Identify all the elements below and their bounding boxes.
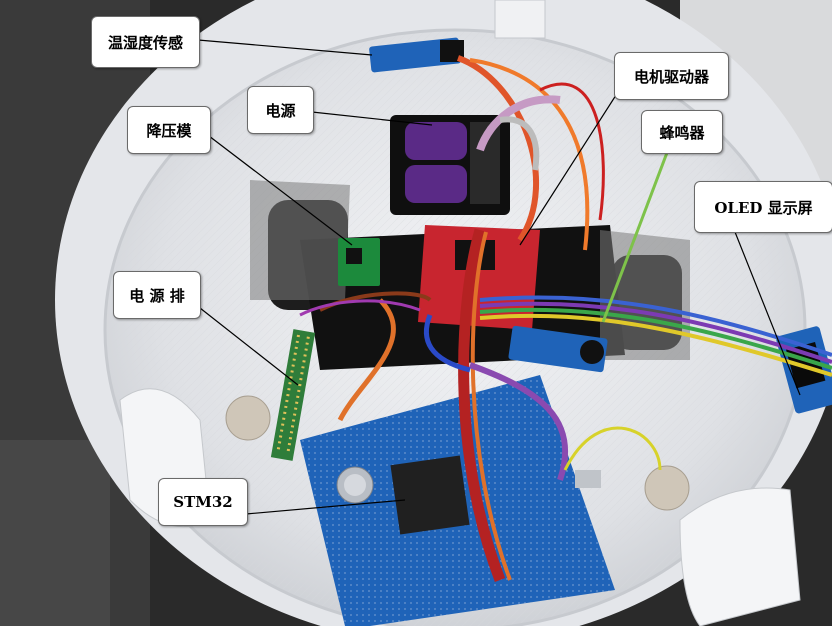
buzzer-module-board <box>508 325 608 373</box>
callout-lines <box>197 39 801 515</box>
label-power: 电源 <box>247 86 314 134</box>
battery-2 <box>405 165 467 203</box>
label-buzzer: 蜂鸣器 <box>641 110 723 154</box>
label-stm32: STM32 <box>158 478 248 526</box>
label-power-header: 电 源 排 <box>113 271 201 319</box>
ribbon-wire <box>458 228 506 582</box>
label-step-down-module: 降压模 <box>127 106 211 154</box>
battery-1 <box>405 122 467 160</box>
coin-right <box>644 465 690 511</box>
coin-left <box>225 395 271 441</box>
label-humidity-sensor: 温湿度传感 <box>91 16 200 68</box>
label-motor-driver: 电机驱动器 <box>614 52 729 100</box>
label-oled-display: OLED 显示屏 <box>694 181 832 233</box>
stm32-chip <box>390 455 470 535</box>
humidity-sensor-board <box>369 37 461 73</box>
